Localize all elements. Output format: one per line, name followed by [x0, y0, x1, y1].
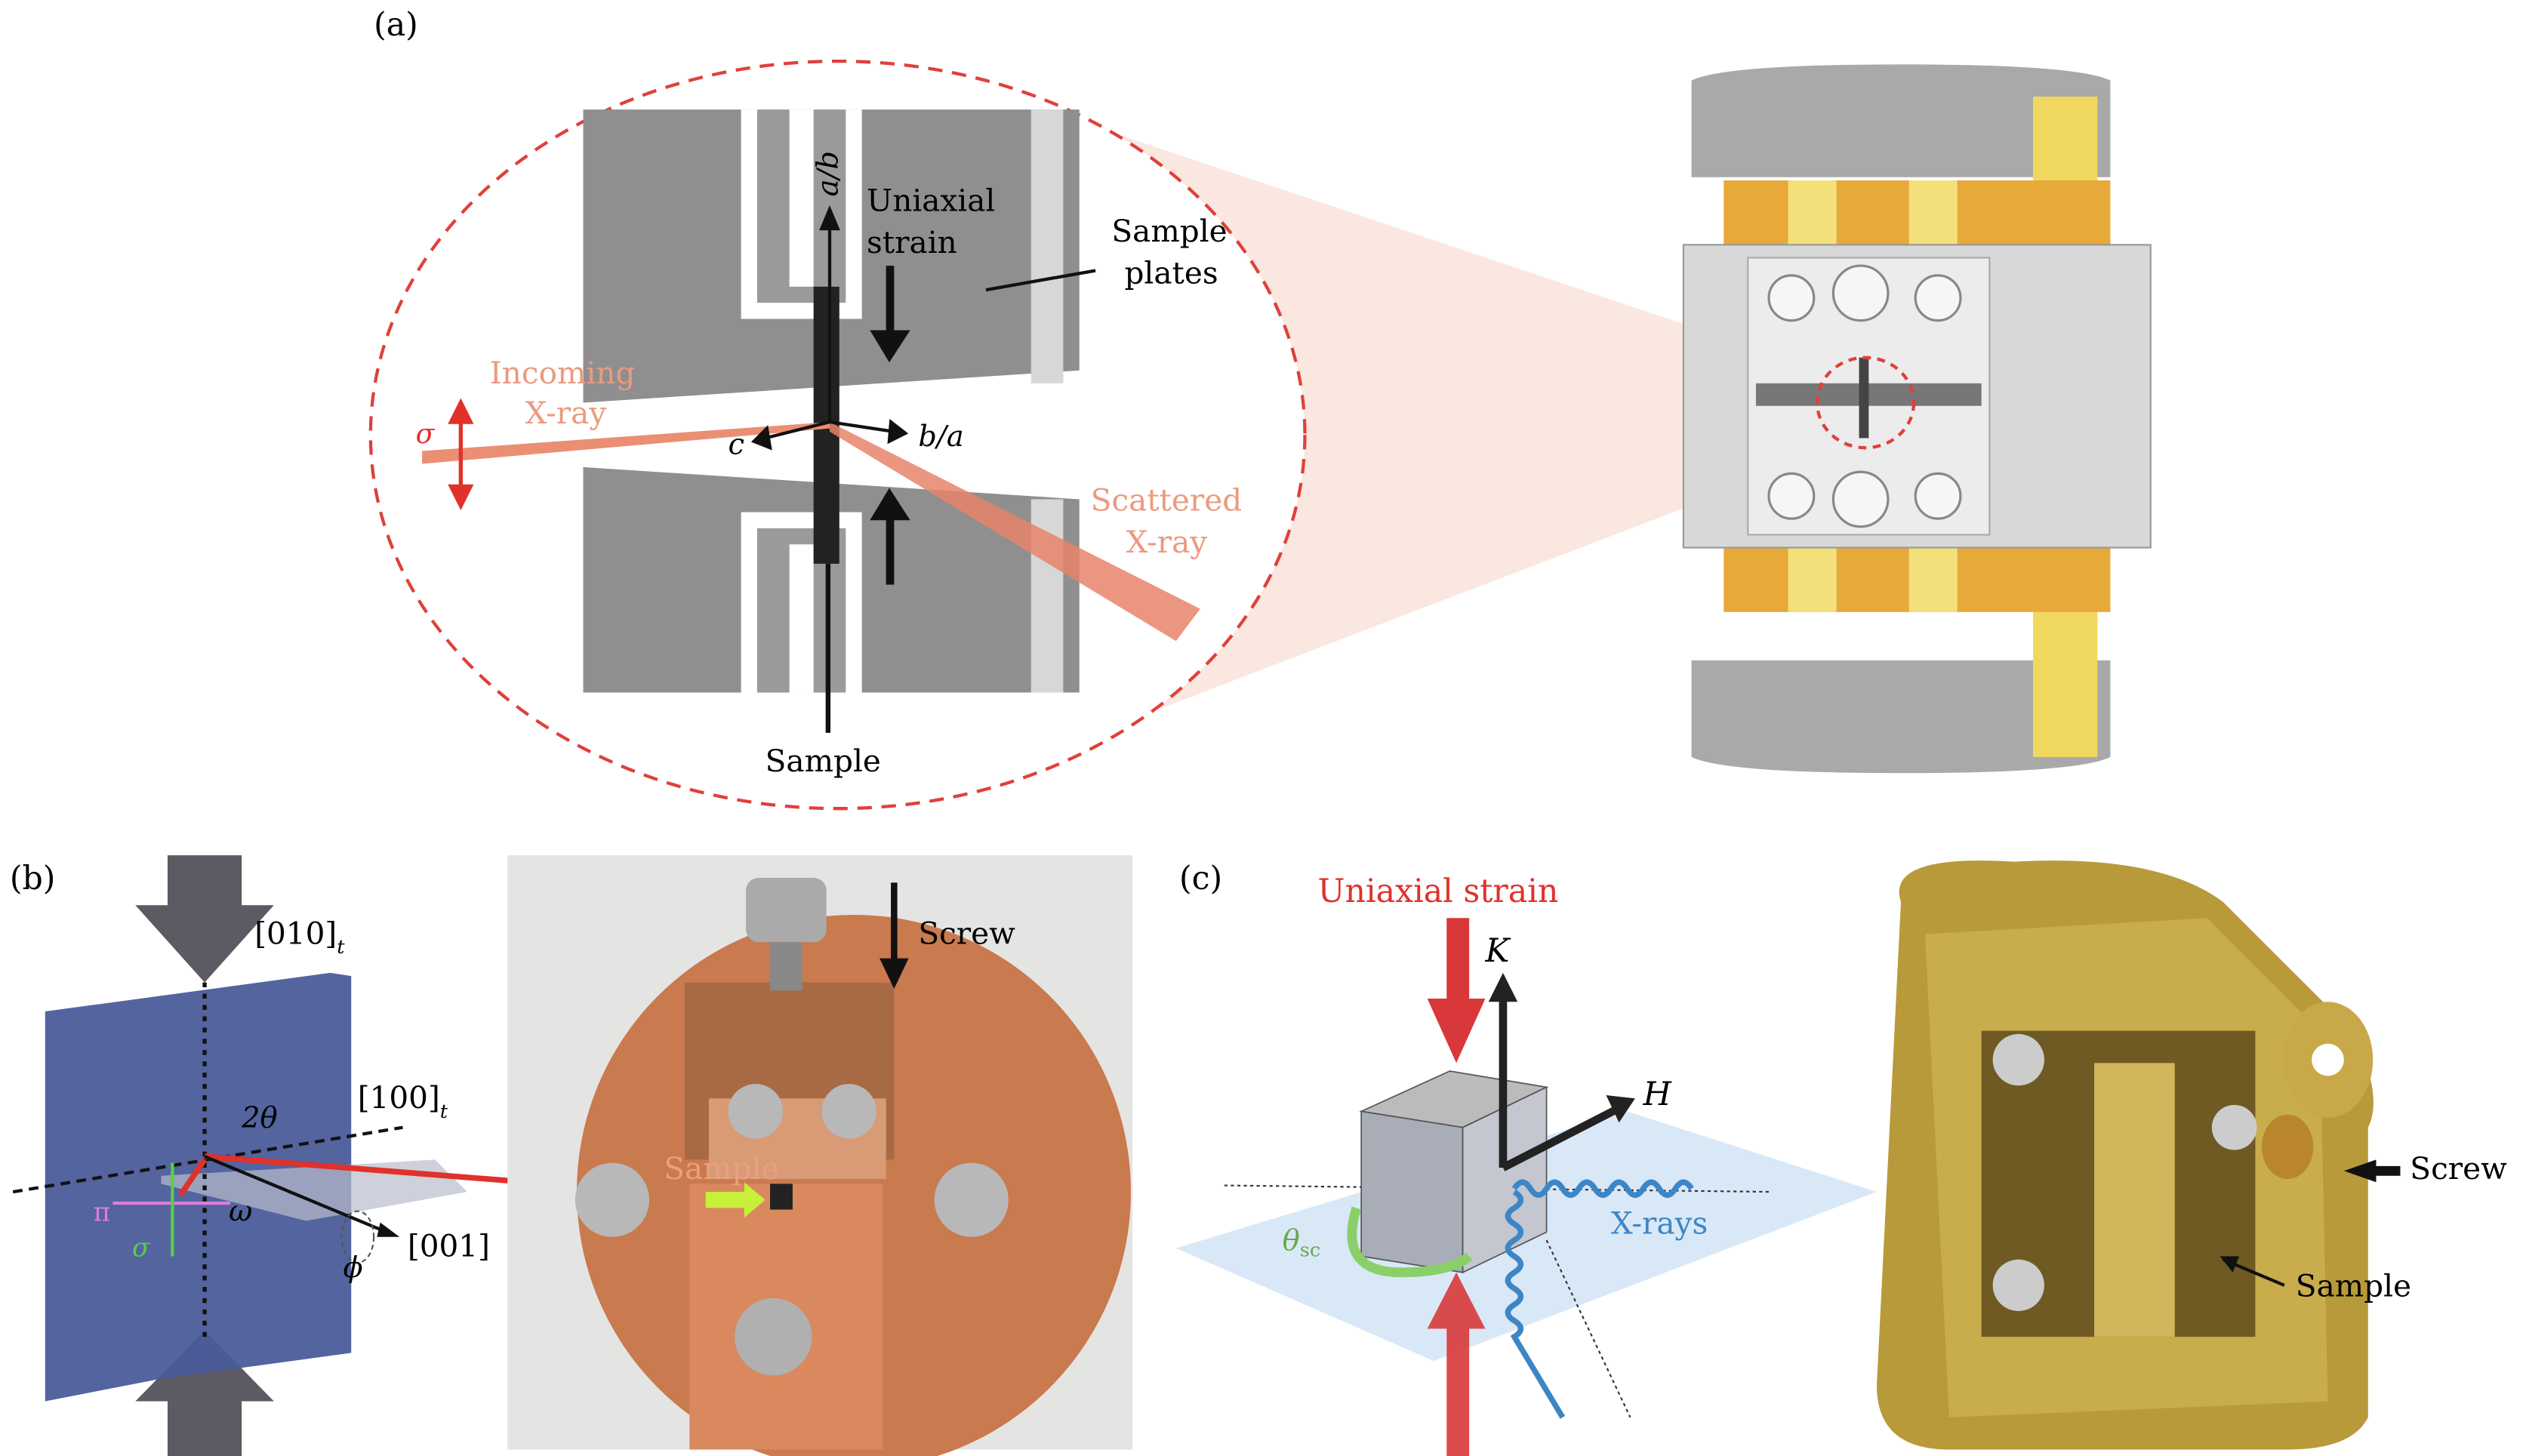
copper-cell-photo: [507, 855, 1133, 1456]
incoming-beam: [422, 422, 830, 464]
panel-c: (c) Uniaxial strain K H X-rays θsc: [1175, 860, 2507, 1456]
h-label: H: [1643, 1076, 1672, 1113]
photo-screw-label: Screw: [918, 915, 1015, 951]
strain-arrow-up: [1427, 1272, 1486, 1456]
sigma-label-b: σ: [132, 1233, 151, 1263]
axis-001-arrow: [204, 1155, 388, 1234]
theta-rotation-arrow: [1347, 1206, 1473, 1278]
xray-wave: [1505, 1179, 1694, 1419]
sigma-polarization-arrow: [448, 398, 474, 510]
panel-b: (b) [010]t [100]t [001] 2θ ω ϕ π σ: [10, 855, 1133, 1456]
scattering-plane: [161, 1159, 467, 1221]
axis-ba-label: b/a: [918, 420, 963, 454]
xrays-label: X-rays: [1611, 1205, 1708, 1242]
uniaxial-strain-label-1: Uniaxial: [867, 183, 995, 219]
sample-plates: [583, 109, 1080, 693]
incoming-xray-label-1: Incoming: [490, 355, 636, 391]
strain-arrow-down: [1427, 918, 1486, 1064]
sample-label-c: Sample: [2296, 1268, 2411, 1304]
strain-arrow-bottom: [135, 1330, 274, 1456]
panel-a-label: (a): [374, 6, 418, 44]
phi-label: ϕ: [343, 1251, 363, 1285]
scattered-beam: [829, 422, 1200, 642]
strain-cell-device: [1682, 64, 2152, 774]
panel-c-label: (c): [1179, 860, 1222, 897]
strain-arrow-top: [135, 855, 274, 983]
pi-label: π: [94, 1197, 110, 1227]
polarization-arrows: [112, 1162, 231, 1257]
dir-001-label: [001]: [408, 1227, 490, 1264]
sample-block: [1359, 1070, 1549, 1274]
sample-plates-label-1: Sample: [1111, 213, 1227, 249]
k-label: K: [1484, 932, 1511, 970]
phi-rotation-icon: [340, 1210, 375, 1264]
beam-axis: [1224, 1184, 1773, 1193]
axis-c-label: c: [729, 428, 745, 462]
sample-label: Sample: [766, 743, 881, 779]
sigma-label: σ: [416, 417, 436, 450]
scattered-xray-label-1: Scattered: [1091, 482, 1242, 518]
plates-pointer: [985, 269, 1096, 292]
incoming-xray-label-2: X-ray: [525, 395, 607, 431]
dir-010-label: [010]t: [254, 915, 345, 959]
photo-sample-label: Sample: [664, 1150, 779, 1187]
panel-a: (a): [368, 6, 2152, 811]
h-axis-arrow: [1501, 1104, 1622, 1171]
axis-arrows: [750, 205, 909, 451]
axis-ab-label: a/b: [812, 151, 846, 196]
screw-pointer: [2343, 1159, 2401, 1183]
two-theta-label: 2θ: [241, 1101, 278, 1135]
panel-b-label: (b): [10, 860, 56, 897]
omega-label: ω: [229, 1194, 252, 1228]
theta-sc-label: θsc: [1283, 1224, 1321, 1262]
dir-100-label: [100]t: [358, 1079, 448, 1123]
horizontal-axis: [12, 1125, 403, 1194]
scattered-wavevector: [204, 1153, 548, 1187]
incident-wavevector: [177, 1158, 208, 1197]
strain-arrows: [870, 266, 910, 585]
uniaxial-strain-title: Uniaxial strain: [1318, 873, 1559, 910]
sample-plates-label-2: plates: [1124, 255, 1218, 291]
brass-cell-photo: [1876, 860, 2374, 1450]
uniaxial-strain-label-2: strain: [867, 224, 957, 260]
scattered-xray-label-2: X-ray: [1126, 524, 1208, 560]
screw-label: Screw: [2410, 1150, 2507, 1187]
